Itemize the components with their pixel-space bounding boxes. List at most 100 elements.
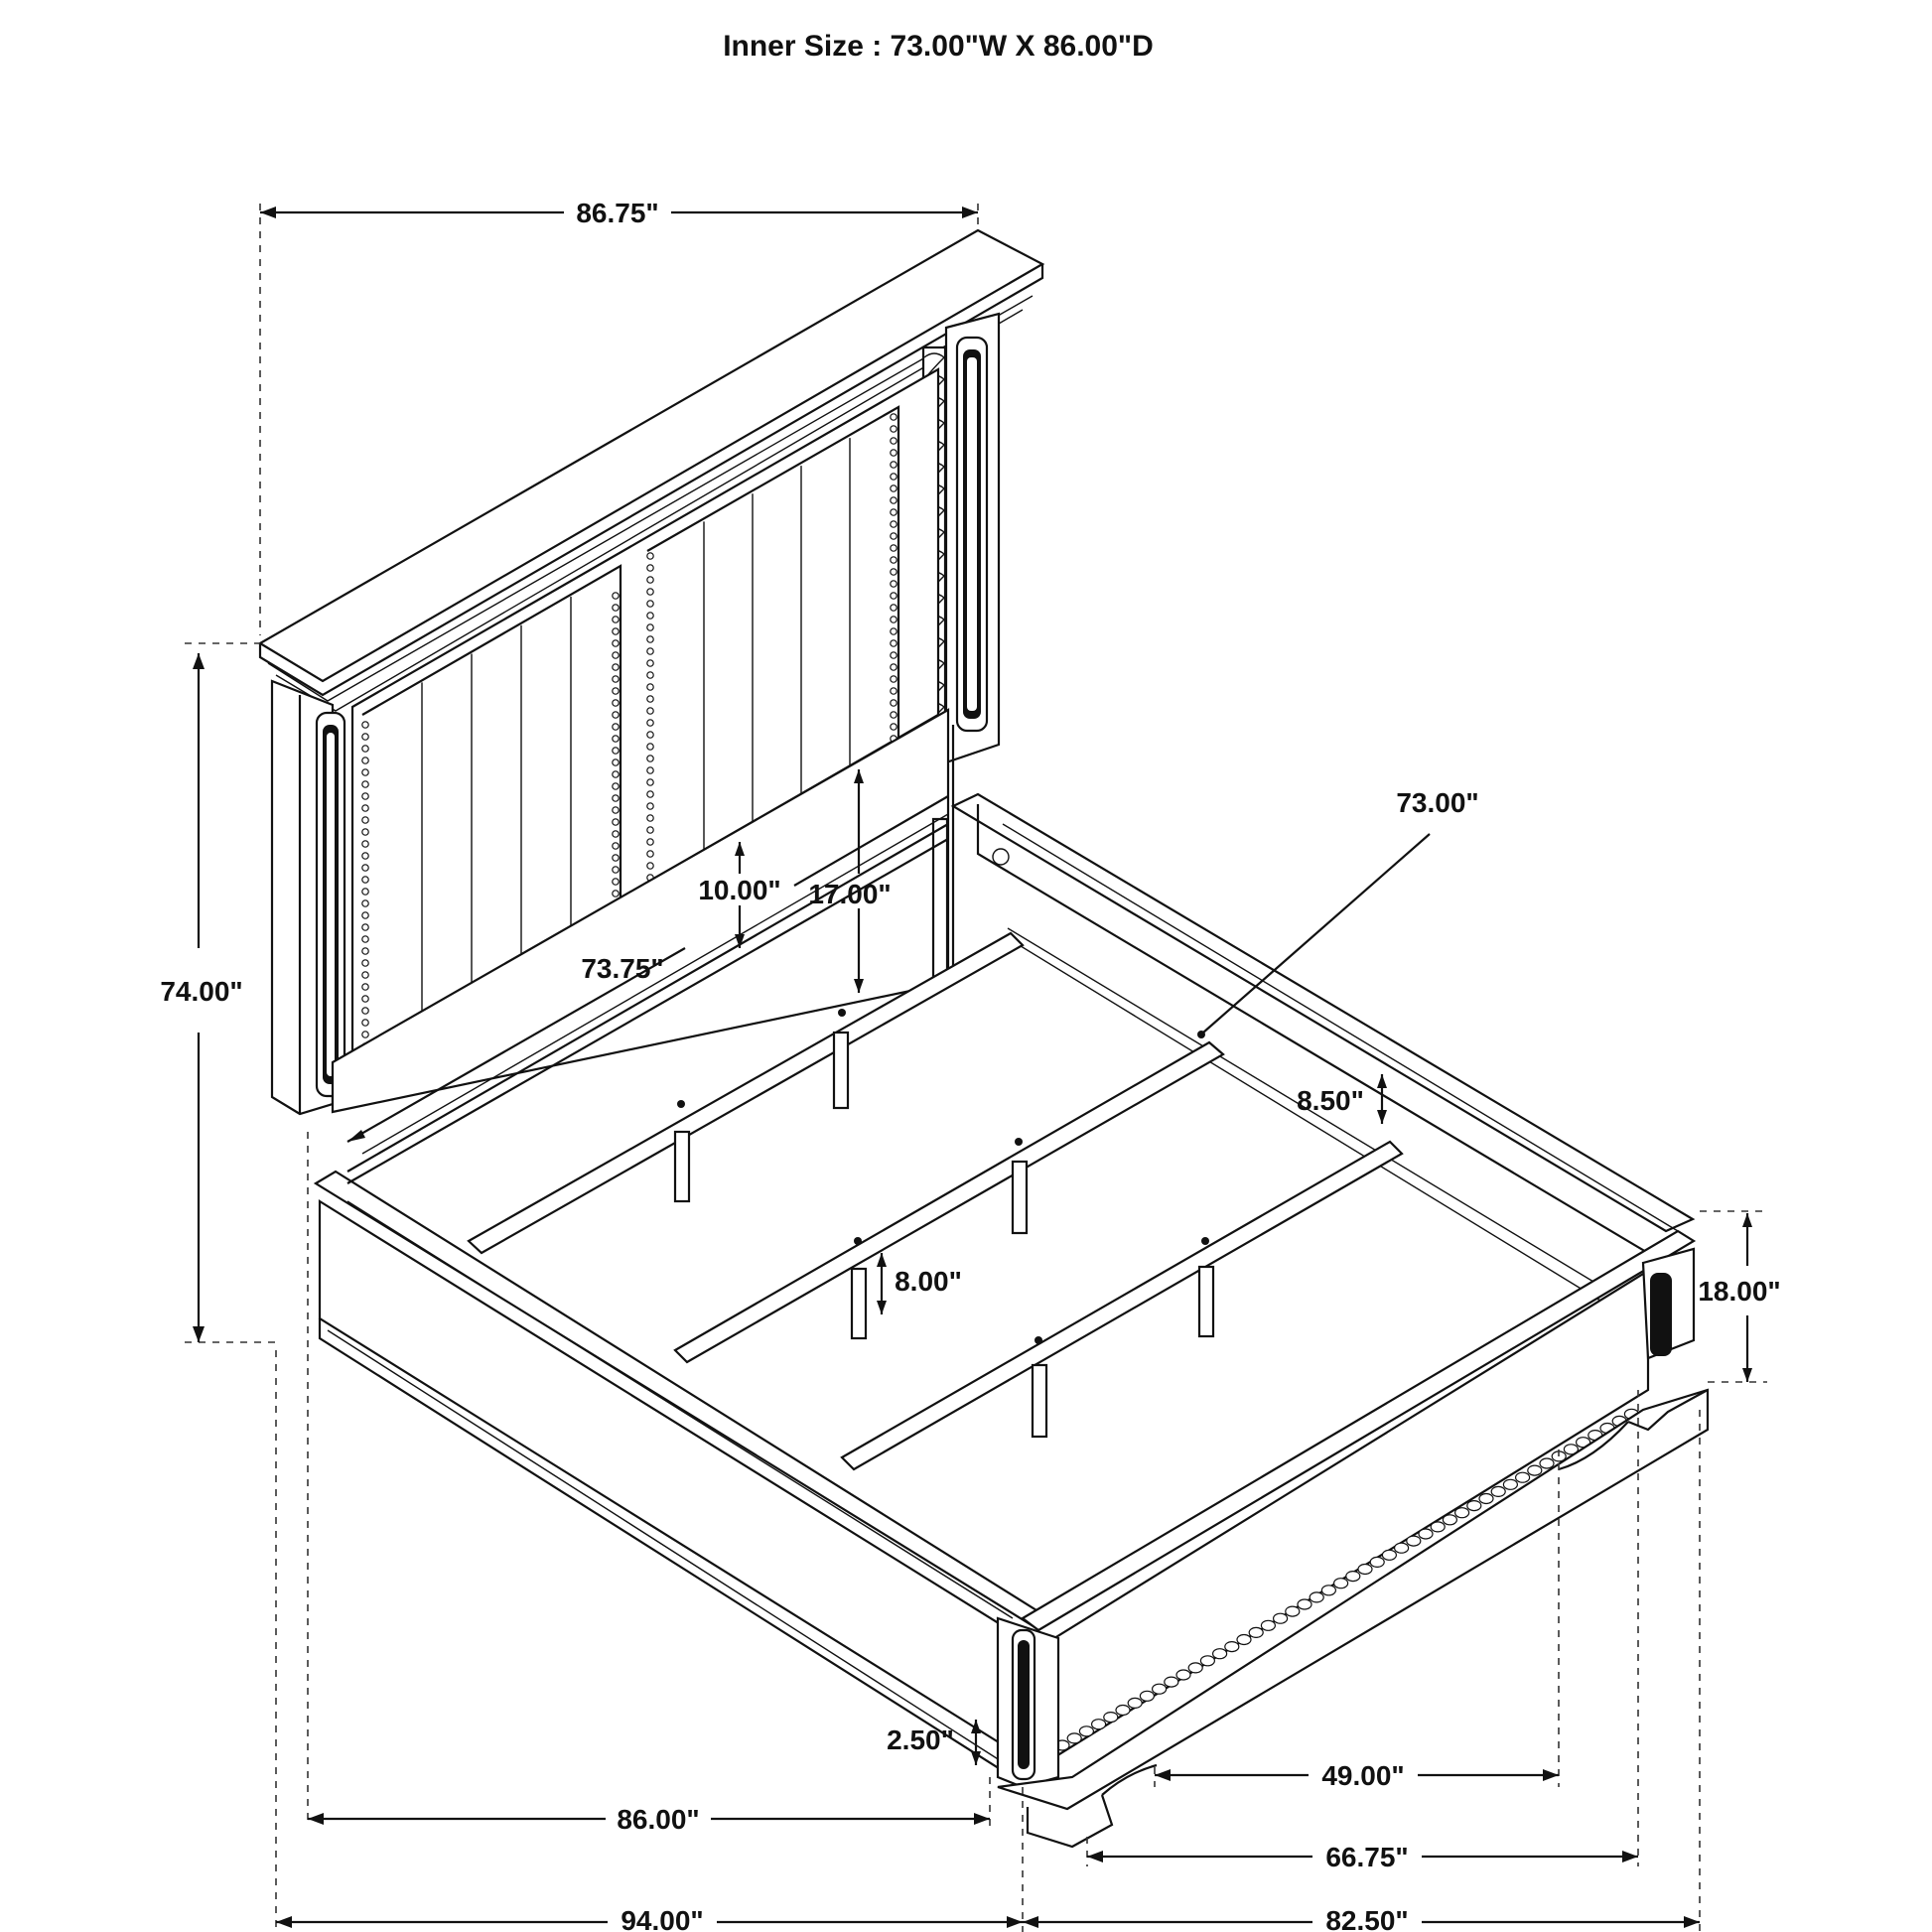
- label-panel-width: 73.75": [581, 953, 663, 984]
- bead: [361, 899, 369, 907]
- bead: [646, 552, 654, 560]
- carving-link: [1539, 1457, 1555, 1469]
- bead: [890, 675, 897, 683]
- bead: [890, 544, 897, 552]
- bead: [612, 687, 620, 695]
- bead: [646, 576, 654, 584]
- carving-link: [1332, 1578, 1349, 1589]
- carving-link: [1478, 1492, 1494, 1505]
- bead: [890, 413, 897, 421]
- bead: [890, 437, 897, 445]
- bead: [646, 826, 654, 834]
- bead: [612, 890, 620, 897]
- carving-link: [1224, 1640, 1240, 1653]
- bead: [361, 840, 369, 848]
- bead: [612, 854, 620, 862]
- bead: [646, 600, 654, 608]
- bead: [890, 508, 897, 516]
- carving-link: [1175, 1669, 1191, 1681]
- bead: [361, 828, 369, 836]
- bead: [646, 862, 654, 870]
- bead: [361, 983, 369, 991]
- bead: [890, 592, 897, 600]
- carving-link: [1320, 1585, 1337, 1596]
- bead: [612, 592, 620, 600]
- bead: [890, 449, 897, 457]
- carving-link: [1090, 1719, 1107, 1730]
- bead: [646, 564, 654, 572]
- carving-link: [1236, 1633, 1252, 1646]
- bead: [646, 814, 654, 822]
- label-overall-width: 82.50": [1325, 1905, 1408, 1932]
- carving-link: [1297, 1598, 1312, 1610]
- bead: [890, 473, 897, 481]
- carving-link: [1127, 1697, 1143, 1710]
- carving-link: [1442, 1514, 1458, 1526]
- bead: [612, 663, 620, 671]
- headboard-beading: [361, 413, 897, 1050]
- bead: [612, 675, 620, 683]
- bead: [612, 651, 620, 659]
- label-footboard-inner: 49.00": [1321, 1760, 1404, 1791]
- carving-link: [1078, 1725, 1095, 1737]
- bead: [612, 604, 620, 612]
- bead: [890, 568, 897, 576]
- bead: [612, 627, 620, 635]
- bead: [361, 911, 369, 919]
- bead: [612, 639, 620, 647]
- bead: [361, 935, 369, 943]
- bead: [646, 683, 654, 691]
- bead: [890, 639, 897, 647]
- bead: [890, 604, 897, 612]
- bead: [612, 878, 620, 886]
- bead: [361, 852, 369, 860]
- bead: [646, 695, 654, 703]
- bead: [361, 792, 369, 800]
- carving-link: [1466, 1499, 1482, 1512]
- carving-link: [1514, 1471, 1531, 1483]
- headboard-boards: [421, 438, 851, 1021]
- bead: [361, 864, 369, 872]
- bead: [612, 711, 620, 719]
- carving-link: [1260, 1619, 1277, 1631]
- bead: [890, 532, 897, 540]
- label-panel-10: 10.00": [698, 875, 780, 905]
- bead: [646, 671, 654, 679]
- carving-link: [1285, 1605, 1301, 1617]
- bead: [361, 733, 369, 741]
- carving-link: [1164, 1676, 1179, 1688]
- bead: [361, 745, 369, 753]
- bead: [361, 1019, 369, 1027]
- bead: [612, 770, 620, 778]
- bead: [646, 588, 654, 596]
- carving-link: [1199, 1655, 1216, 1667]
- slats: [467, 848, 1404, 1471]
- diagram-title: Inner Size : 73.00"W X 86.00"D: [723, 30, 1154, 63]
- bead: [361, 995, 369, 1003]
- bead: [361, 780, 369, 788]
- label-base-height: 2.50": [887, 1725, 954, 1755]
- bead: [890, 616, 897, 623]
- bead: [612, 735, 620, 743]
- carving-link: [1369, 1556, 1385, 1569]
- carving-link: [1345, 1570, 1361, 1583]
- bead: [361, 1031, 369, 1038]
- bead: [646, 707, 654, 715]
- carving-link: [1527, 1464, 1543, 1476]
- label-leg-height: 8.00": [895, 1266, 962, 1297]
- bead: [612, 830, 620, 838]
- bead: [890, 711, 897, 719]
- label-footboard-height: 18.00": [1698, 1276, 1780, 1307]
- headboard: [257, 228, 1045, 1116]
- bead: [646, 743, 654, 751]
- bead: [612, 759, 620, 766]
- carving-link: [1211, 1648, 1228, 1660]
- bead: [890, 651, 897, 659]
- bead: [361, 923, 369, 931]
- carving-link: [1066, 1732, 1082, 1744]
- carving-link: [1490, 1485, 1506, 1498]
- label-inner-length: 86.00": [617, 1804, 699, 1835]
- bead: [612, 782, 620, 790]
- bead: [890, 425, 897, 433]
